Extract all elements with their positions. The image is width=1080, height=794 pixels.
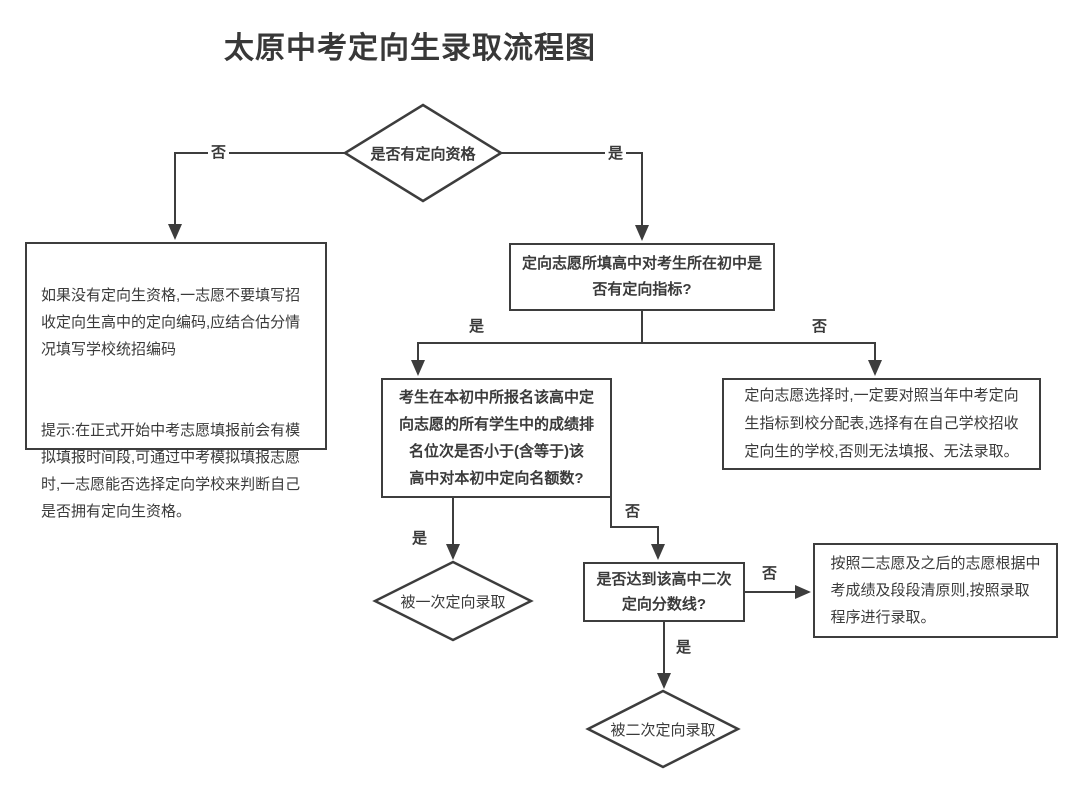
edge-no-to-note: [168, 152, 345, 240]
edge-label-quota-yes: 是: [469, 318, 485, 335]
terminal-second-admission-shape: [585, 689, 741, 769]
decision-rank-question: 考生在本初中所报名该高中定 向志愿的所有学生中的成绩排 名位次是否小于(含等于)…: [381, 378, 612, 498]
note-no-quota: 定向志愿选择时,一定要对照当年中考定向 生指标到校分配表,选择有在自己学校招收 …: [722, 378, 1041, 470]
note-second-choice: 按照二志愿及之后的志愿根据中 考成绩及段段清原则,按照录取 程序进行录取。: [813, 543, 1058, 638]
terminal-first-admission-shape: [372, 560, 534, 642]
note-no-qualification-paragraph: 如果没有定向生资格,一志愿不要填写招 收定向生高中的定向编码,应结合估分情 况填…: [41, 287, 301, 358]
edge-rank-no-to-secondline: [610, 498, 665, 560]
note-no-qualification: 如果没有定向生资格,一志愿不要填写招 收定向生高中的定向编码,应结合估分情 况填…: [25, 242, 327, 520]
terminal-first-admission: 被一次定向录取: [400, 593, 506, 611]
edge-label-secondline-no: 否: [762, 565, 778, 582]
edge-label-secondline-yes: 是: [676, 639, 692, 656]
edge-label-rank-no: 否: [625, 503, 641, 520]
edge-quota-no-to-note: [642, 342, 882, 376]
decision-second-line-question: 是否达到该高中二次 定向分数线?: [583, 562, 745, 622]
edge-label-yes-qualification: 是: [605, 145, 627, 162]
edge-label-no-qualification: 否: [208, 144, 230, 161]
edge-label-quota-no: 否: [812, 318, 828, 335]
page-title: 太原中考定向生录取流程图: [224, 32, 596, 65]
edge-label-rank-yes: 是: [412, 530, 428, 547]
edge-yes-to-quota-question: [501, 152, 649, 241]
decision-has-qualification-shape: [342, 103, 504, 203]
note-no-qualification-tip: 提示:在正式开始中考志愿填报前会有模 拟填报时间段,可通过中考模拟填报志愿 时,…: [41, 422, 301, 520]
decision-quota-question: 定向志愿所填高中对考生所在初中是 否有定向指标?: [509, 243, 775, 311]
edge-quota-yes-to-rank: [411, 311, 643, 376]
terminal-second-admission: 被二次定向录取: [610, 721, 716, 739]
decision-has-qualification: 是否有定向资格: [370, 145, 476, 163]
